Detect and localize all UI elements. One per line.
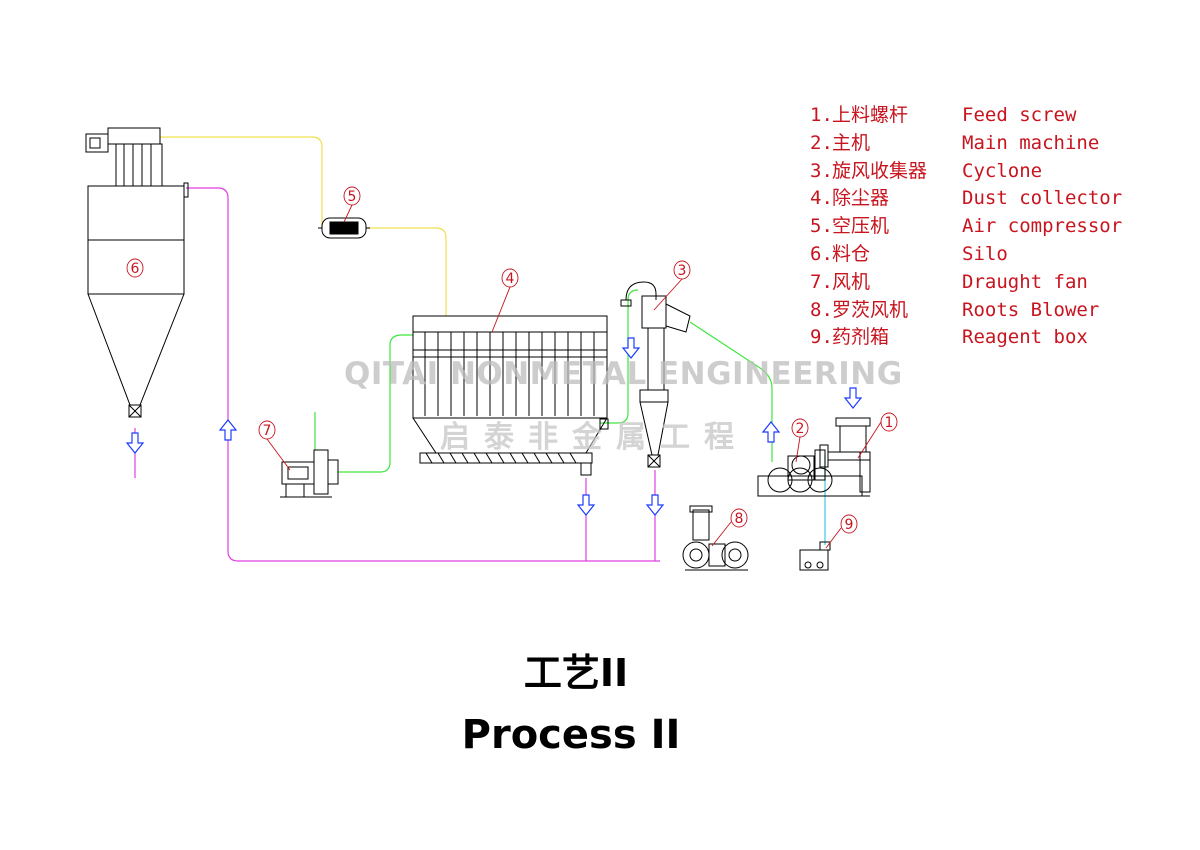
- feed-screw: [819, 417, 871, 493]
- callout-label-9: 9: [845, 517, 854, 533]
- flow-arrow-cyclone-down: [645, 494, 665, 516]
- silo: [85, 127, 189, 418]
- green-pipe-cyclone-main: [689, 321, 773, 462]
- process-title-chinese: 工艺II: [523, 651, 629, 695]
- callout-label-6: 6: [131, 261, 140, 277]
- callout-label-7: 7: [263, 423, 272, 439]
- process-title-english: Process II: [461, 712, 681, 758]
- draught-fan: [280, 449, 339, 498]
- reagent-box: [799, 541, 831, 571]
- flow-arrow-cyclone-in-down: [621, 337, 641, 359]
- flow-arrow-riser-up: [218, 419, 238, 441]
- green-pipe-collector-cyclone: [600, 289, 639, 424]
- callout-label-1: 1: [885, 415, 894, 431]
- watermark-chinese: 启泰非金属工程: [440, 420, 748, 455]
- callout-circle-9: [840, 514, 858, 534]
- yellow-pipe-compressor-collector: [366, 227, 447, 316]
- yellow-pipe-silo-compressor: [160, 136, 323, 228]
- magenta-pipe-blower-silo: [186, 187, 660, 562]
- air-compressor: [318, 217, 370, 239]
- roots-blower: [682, 505, 749, 571]
- callout-label-2: 2: [796, 421, 805, 437]
- callout-label-4: 4: [506, 271, 515, 287]
- flow-arrow-feed-down: [843, 387, 863, 409]
- dust-collector: [412, 315, 609, 476]
- flow-arrow-main-up: [761, 421, 781, 443]
- callout-circle-8: [730, 508, 748, 528]
- callout-label-3: 3: [678, 263, 687, 279]
- watermark-english: QITAI NONMETAL ENGINEERING: [344, 356, 903, 392]
- callout-label-5: 5: [348, 189, 357, 205]
- cyclone: [620, 281, 691, 468]
- callout-label-8: 8: [735, 511, 744, 527]
- green-pipe-fan-collector: [338, 334, 413, 473]
- main-machine: [757, 449, 870, 497]
- flow-arrow-collector-down: [576, 494, 596, 516]
- callout-circle-6: [126, 258, 144, 278]
- flow-arrow-silo-down: [125, 432, 145, 454]
